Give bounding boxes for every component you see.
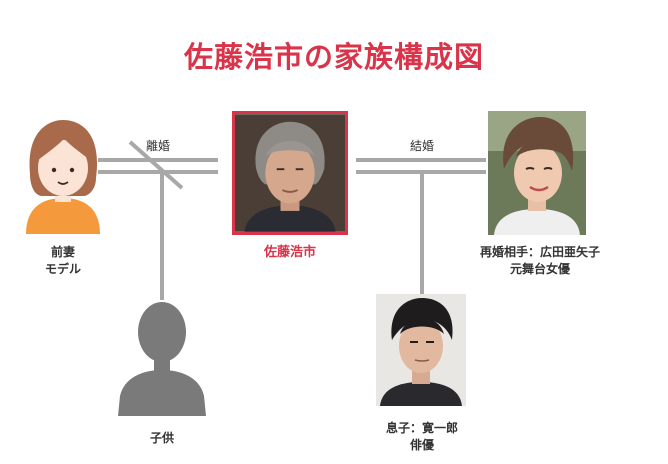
wife-label: 再婚相手：広田亜矢子 [479, 245, 600, 259]
divorce-label: 離婚 [145, 139, 170, 153]
wife-photo [488, 111, 586, 235]
child-label: 子供 [149, 431, 174, 445]
main-person-name: 佐藤浩市 [263, 245, 316, 260]
ex-wife-occupation: モデル [44, 262, 81, 276]
wife-caption: 再婚相手：広田亜矢子 元舞台女優 [460, 244, 620, 278]
main-person-caption: 佐藤浩市 [232, 244, 348, 261]
child-caption: 子供 [112, 430, 212, 447]
son-photo [376, 294, 466, 406]
wife-occupation: 元舞台女優 [509, 262, 570, 276]
page-title: 佐藤浩市の家族構成図 [183, 40, 484, 74]
main-person-photo [232, 111, 348, 235]
child-silhouette [112, 296, 212, 416]
marriage-label: 結婚 [409, 139, 434, 153]
ex-wife-caption: 前妻 モデル [8, 244, 118, 278]
ex-wife-label: 前妻 [50, 245, 75, 259]
ex-wife-illustration [8, 112, 118, 234]
son-label: 息子：寛一郎 [385, 421, 458, 435]
son-caption: 息子：寛一郎 俳優 [356, 420, 488, 454]
son-occupation: 俳優 [409, 438, 434, 452]
divorce-slash [128, 140, 184, 190]
